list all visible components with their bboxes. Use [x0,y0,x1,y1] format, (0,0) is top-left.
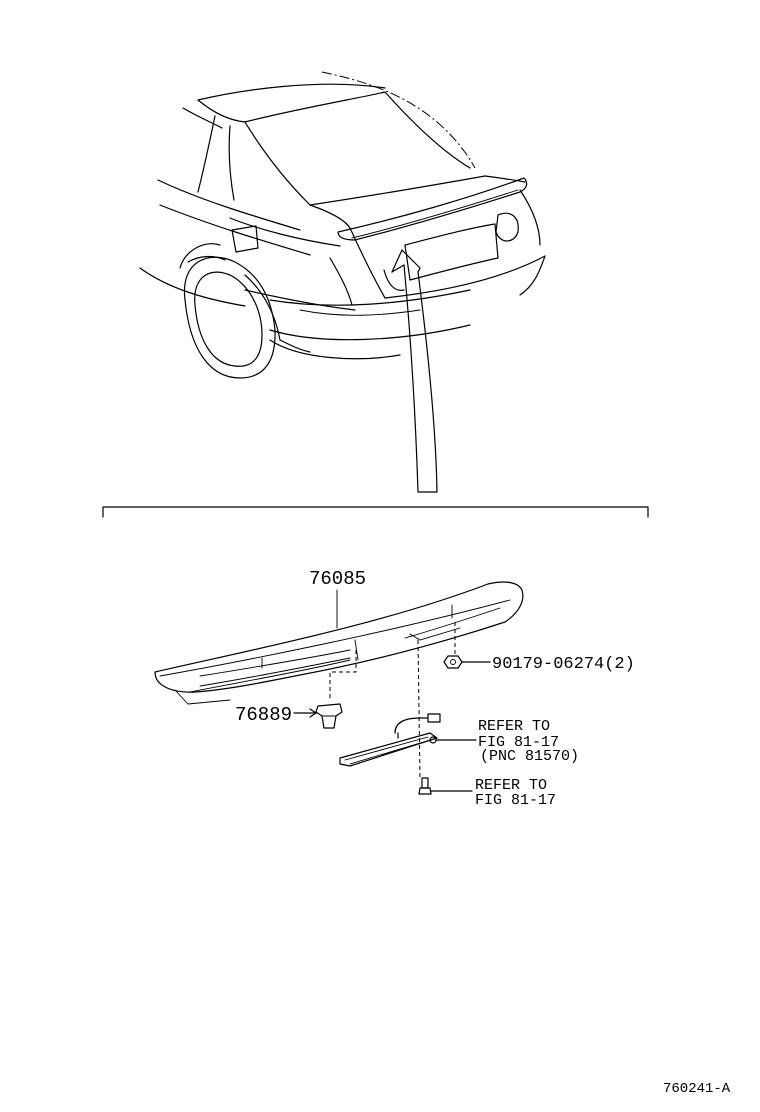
screw-part [418,777,473,795]
clip-part [293,703,343,729]
screw-refer-line-2: FIG 81-17 [475,792,556,809]
nut-part [443,655,491,669]
lamp-refer-line-1: REFER TO [478,718,550,735]
part-number-nut: 90179-06274(2) [492,655,635,674]
screw-refer-line-1: REFER TO [475,777,547,794]
figure-id: 760241-A [663,1081,731,1097]
stop-lamp-part [339,713,477,767]
section-divider [102,506,649,518]
rear-spoiler-part [154,581,524,705]
lamp-refer-line-3: (PNC 81570) [480,748,579,765]
part-number-spoiler: 76085 [309,568,366,590]
car-rear-illustration [139,71,546,493]
part-number-clip: 76889 [235,704,292,726]
lamp-refer-line-2: FIG 81-17 [478,734,559,751]
assembly-lines [329,622,456,779]
